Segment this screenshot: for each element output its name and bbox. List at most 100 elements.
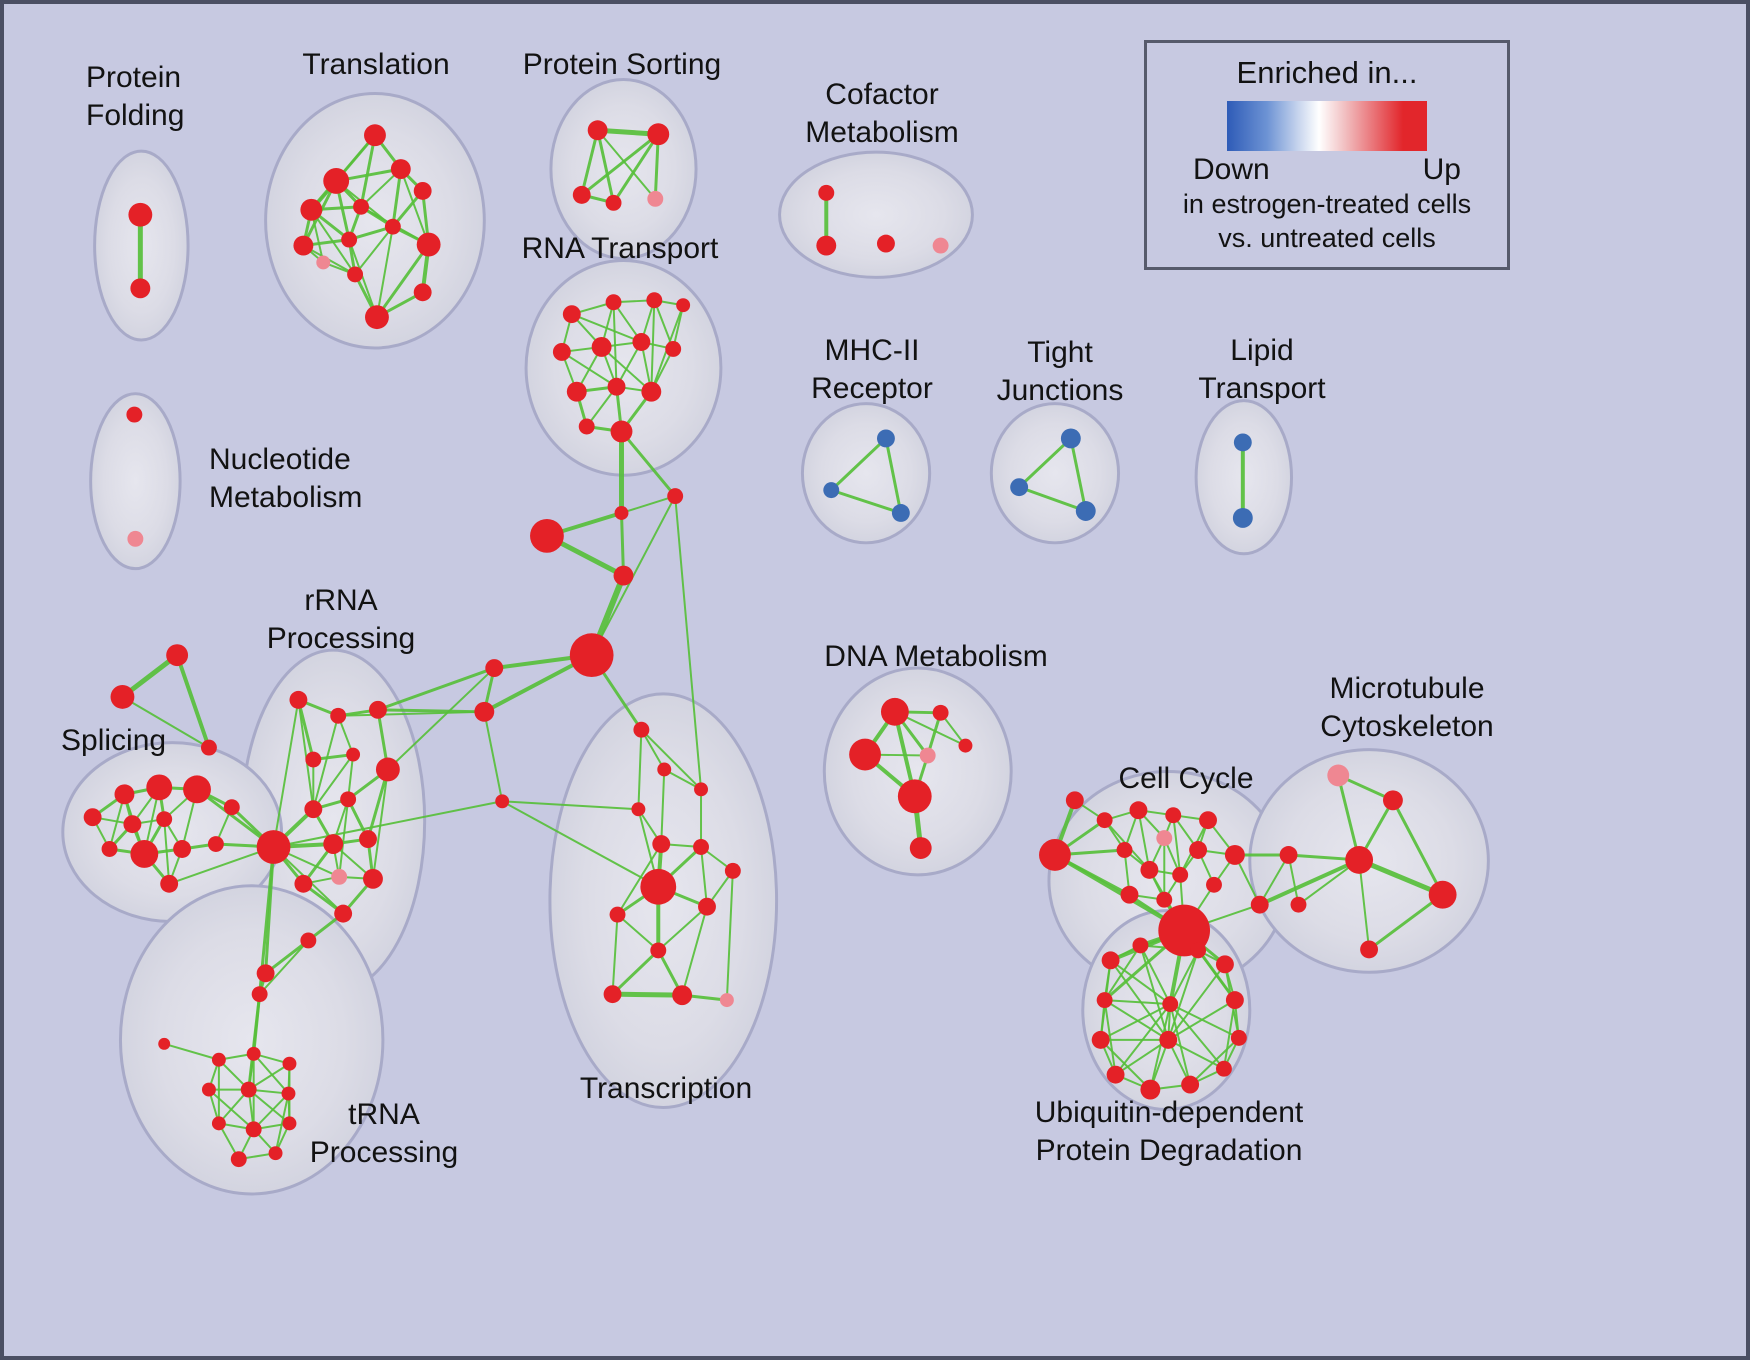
network-edge <box>247 1062 291 1091</box>
network-node-red <box>652 835 671 853</box>
network-edge <box>354 225 394 276</box>
network-edge <box>258 939 310 996</box>
network-node-red <box>300 932 317 949</box>
network-node-red <box>323 834 344 854</box>
network-node-red <box>849 738 881 771</box>
network-node-blue <box>1075 501 1096 521</box>
network-edge <box>657 905 708 952</box>
network-node-red <box>587 120 608 141</box>
network-node-red <box>300 198 323 221</box>
network-edge <box>1103 944 1142 1002</box>
network-node-red <box>251 986 268 1003</box>
network-node-red <box>334 904 353 923</box>
network-node-red <box>1224 845 1245 865</box>
network-node-red <box>346 747 361 762</box>
network-edge <box>637 728 643 811</box>
network-edge <box>620 429 677 498</box>
network-edge <box>1169 1003 1192 1086</box>
network-node-red <box>552 342 571 361</box>
network-edge <box>610 991 685 998</box>
network-node-red <box>173 840 192 858</box>
network-node-red <box>183 775 211 804</box>
network-node-red <box>304 800 323 819</box>
network-edge <box>884 436 903 515</box>
network-node-pink <box>1327 764 1350 787</box>
network-edge <box>338 798 350 878</box>
network-edge <box>375 225 394 319</box>
network-node-red <box>698 897 716 916</box>
network-edge <box>640 728 703 791</box>
network-edge <box>175 653 211 750</box>
network-node-red <box>246 1046 261 1061</box>
network-node-blue <box>1010 478 1029 497</box>
network-node-red <box>305 751 322 768</box>
network-node-red <box>1189 841 1208 859</box>
network-edge <box>1169 1003 1240 1039</box>
network-edge <box>674 495 703 791</box>
network-edge <box>1167 949 1200 1041</box>
network-node-red <box>416 232 441 257</box>
network-edge <box>386 667 496 771</box>
network-node-red <box>330 707 347 724</box>
network-edge <box>1103 999 1170 1041</box>
network-node-red <box>958 738 973 753</box>
network-node-red <box>1172 866 1189 883</box>
network-node-red <box>1382 790 1403 811</box>
network-node-red <box>1065 791 1084 810</box>
legend-up-label: Up <box>1422 153 1461 186</box>
network-edge <box>1169 949 1200 1006</box>
cluster-ellipse-nucleotide-metabolism <box>89 392 182 571</box>
network-node-red <box>610 420 633 443</box>
network-node-blue <box>1060 428 1081 449</box>
network-node-red <box>368 700 387 719</box>
label-splicing: Splicing <box>61 724 167 757</box>
label-rna-transport: RNA Transport <box>521 232 719 265</box>
network-edge <box>616 843 663 916</box>
network-edge <box>1139 944 1170 1041</box>
network-edge <box>371 768 389 880</box>
network-node-red <box>156 811 173 828</box>
network-node-red <box>1116 842 1133 858</box>
network-edge <box>168 846 275 885</box>
network-edge <box>1367 893 1445 951</box>
network-node-red <box>256 964 275 983</box>
network-edge <box>252 1052 290 1095</box>
network-edge <box>616 913 660 952</box>
network-node-red <box>646 292 663 309</box>
network-node-red <box>207 836 224 852</box>
network-node-red <box>268 1146 283 1161</box>
network-node-red <box>603 985 622 1004</box>
network-node-red <box>640 868 677 905</box>
network-node-red <box>1156 891 1173 908</box>
network-node-red <box>578 418 595 435</box>
network-node-red <box>650 942 667 959</box>
network-edge <box>681 905 708 997</box>
cluster-ellipse-mhc-ii-receptor <box>800 402 932 545</box>
network-edge <box>660 768 666 846</box>
network-node-red <box>353 198 369 215</box>
network-node-red <box>672 985 693 1006</box>
network-node-pink <box>647 190 664 207</box>
network-node-red <box>211 1116 226 1131</box>
network-node-pink <box>331 868 348 885</box>
legend-title: Enriched in... <box>1236 55 1418 90</box>
network-edge <box>725 869 734 1002</box>
network-edge <box>312 714 340 811</box>
network-edge <box>272 800 504 849</box>
network-node-red <box>1162 996 1179 1013</box>
network-node-red <box>390 159 411 179</box>
label-protein-sorting: Protein Sorting <box>522 48 722 81</box>
network-edge <box>272 698 300 849</box>
network-edge <box>611 948 660 996</box>
network-node-red <box>1190 942 1207 959</box>
network-node-red <box>1199 811 1217 830</box>
network-node-red <box>562 305 581 324</box>
network-node-red <box>200 739 217 756</box>
network-node-red <box>1096 992 1113 1009</box>
